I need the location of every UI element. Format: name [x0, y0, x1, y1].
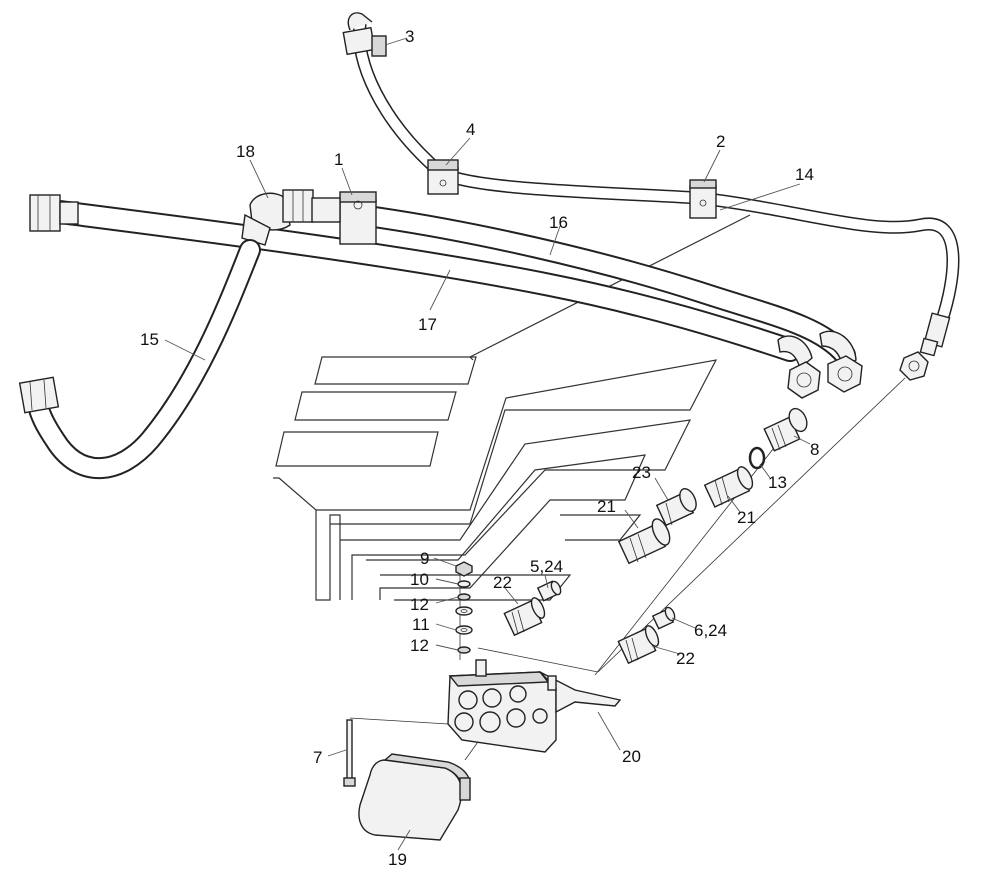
callout-6-24: 6,24: [694, 621, 727, 640]
hose-17: [29, 194, 802, 362]
callout-15: 15: [140, 330, 159, 349]
bolt-7: [343, 719, 356, 787]
callout-7: 7: [313, 748, 322, 767]
assembly-lines: [349, 377, 906, 761]
callout-12-bottom: 12: [410, 636, 429, 655]
callout-16: 16: [549, 213, 568, 232]
o-ring-13: [748, 446, 766, 470]
clamp-2: [689, 179, 717, 219]
nut-washer-stack: [455, 561, 473, 654]
clamp-4: [427, 159, 459, 195]
hose-15: [18, 239, 261, 480]
background-logo: [273, 214, 751, 601]
adapter-21-left: [617, 518, 671, 565]
callout-21-right: 21: [737, 508, 756, 527]
adapter-8: [763, 407, 808, 452]
callout-12-top: 12: [410, 595, 429, 614]
callout-13: 13: [768, 473, 787, 492]
callout-20: 20: [622, 747, 641, 766]
callout-22-bottom: 22: [676, 649, 695, 668]
callout-2: 2: [716, 132, 725, 151]
callout-11: 11: [412, 615, 430, 634]
adapter-21-right: [703, 466, 754, 508]
cover-19: [358, 753, 471, 841]
callout-10: 10: [410, 570, 429, 589]
callout-4: 4: [466, 120, 475, 139]
callout-22-top: 22: [493, 573, 512, 592]
callout-3: 3: [405, 27, 414, 46]
callout-labels: 3 4 2 14 18 1 16 17 15 8 13 23 21 21 9 1…: [140, 27, 819, 869]
callout-17: 17: [418, 315, 437, 334]
fitting-23: [655, 488, 697, 527]
hose-14-nut: [899, 351, 929, 381]
leader-lines: [164, 37, 811, 851]
plug-5-24: [536, 580, 562, 602]
manifold-block-20: [447, 659, 622, 753]
plug-6-24: [651, 606, 676, 630]
callout-18: 18: [236, 142, 255, 161]
adapter-22-top: [503, 597, 546, 637]
callout-8: 8: [810, 440, 819, 459]
clamp-3: [342, 12, 387, 57]
hose-16: [349, 204, 856, 366]
hose-14: [352, 18, 960, 381]
fitting-18: [241, 189, 341, 246]
callout-5-24: 5,24: [530, 557, 563, 576]
callout-21-left: 21: [597, 497, 616, 516]
clamp-1: [339, 191, 377, 245]
callout-19: 19: [388, 850, 407, 869]
callout-1: 1: [334, 150, 343, 169]
adapter-22-bottom: [617, 625, 660, 665]
callout-9: 9: [420, 549, 429, 568]
hose-16-17-end-fittings: [777, 330, 863, 399]
callout-23: 23: [632, 463, 651, 482]
callout-14: 14: [795, 165, 814, 184]
